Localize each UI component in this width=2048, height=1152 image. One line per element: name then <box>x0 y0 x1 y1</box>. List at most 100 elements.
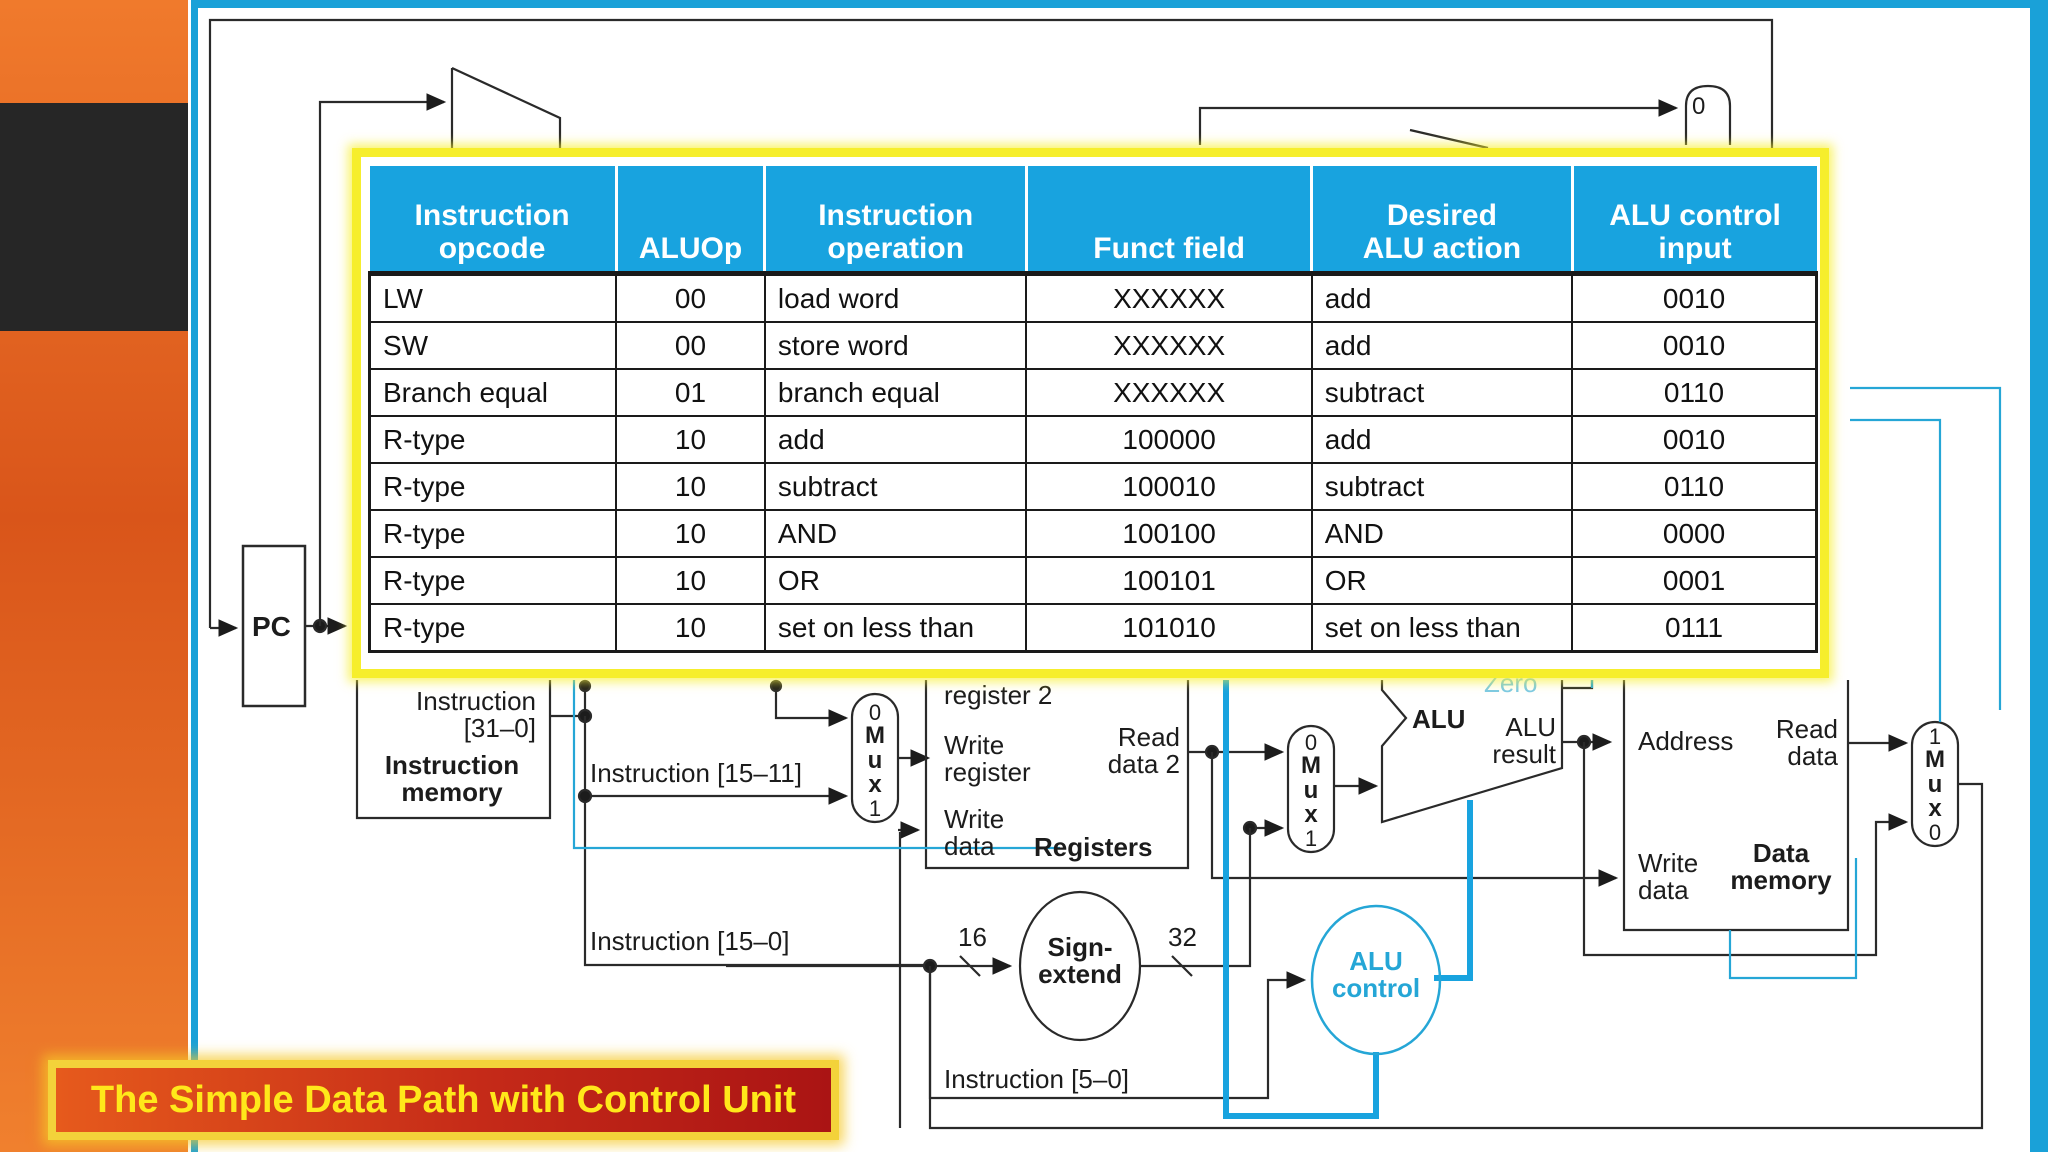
table-cell: add <box>1310 415 1574 464</box>
table-cell: subtract <box>763 462 1028 511</box>
header-desired-alu-action-text: Desired ALU action <box>1362 199 1522 265</box>
alu-shape <box>1380 680 1564 824</box>
table-cell: 10 <box>615 509 766 558</box>
alu-mux <box>1286 724 1336 854</box>
registers-label: Registers <box>1034 832 1153 862</box>
instruction-memory-box <box>355 680 552 820</box>
table-cell: R-type <box>368 415 618 464</box>
table-row: R-type 10 OR 100101 OR 0001 <box>368 556 1819 605</box>
table-cell: R-type <box>368 603 618 653</box>
table-cell: add <box>1310 271 1574 323</box>
sign-extend-label: Sign- extend <box>1020 932 1140 990</box>
instr-5-0-label: Instruction [5–0] <box>944 1064 1129 1094</box>
table-cell: AND <box>763 509 1028 558</box>
table-cell: set on less than <box>1310 603 1574 653</box>
write-data-mem-text: Write data <box>1638 848 1699 906</box>
instruction-range-text: Instruction [31–0] <box>416 686 536 744</box>
instr-15-0-label: Instruction [15–0] <box>590 926 790 956</box>
sign-extend-ellipse <box>1018 890 1142 1042</box>
header-alu-control-input-text: ALU control input <box>1609 199 1781 265</box>
table-cell: 0110 <box>1571 462 1819 511</box>
table-cell: 01 <box>615 368 766 417</box>
slide-side-block <box>0 103 188 331</box>
header-instruction-opcode-text: Instruction opcode <box>414 199 570 265</box>
alu-mux-label: 0 M u x 1 <box>1296 731 1326 851</box>
alu-control-text: ALU control <box>1331 946 1421 1004</box>
alu-control-ellipse <box>1310 904 1442 1056</box>
table-row: SW 00 store word XXXXXX add 0010 <box>368 321 1819 370</box>
header-alu-control-input: ALU control input <box>1572 166 1817 274</box>
table-row: Branch equal 01 branch equal XXXXXX subt… <box>368 368 1819 417</box>
register-mux-text: M u x <box>865 722 885 799</box>
memory-mux-bottom: 0 <box>1928 819 1942 845</box>
alu-label: ALU <box>1412 704 1466 734</box>
register-mux-label: 0 M u x 1 <box>860 700 890 821</box>
alu-result-label: ALU result <box>1456 713 1556 769</box>
registers-box <box>924 680 1190 870</box>
header-funct-field-text: Funct field <box>1093 231 1245 265</box>
table-cell: set on less than <box>763 603 1028 653</box>
table-header-row: Instruction opcode ALUOp Instruction ope… <box>369 166 1817 274</box>
table-cell: 0001 <box>1571 556 1819 605</box>
memory-mux-label: 1 M u x 0 <box>1920 724 1950 845</box>
memory-mux <box>1910 720 1960 848</box>
memory-mux-text: M u x <box>1925 746 1945 823</box>
table-cell: 100101 <box>1025 556 1313 605</box>
slide-title: The Simple Data Path with Control Unit <box>56 1068 831 1132</box>
register-mux-top: 0 <box>868 700 882 725</box>
table-cell: R-type <box>368 556 618 605</box>
table-cell: 10 <box>615 415 766 464</box>
table-cell: LW <box>368 271 618 323</box>
table-row: LW 00 load word XXXXXX add 0010 <box>368 271 1819 323</box>
pc-label: PC <box>252 611 291 642</box>
register-mux-bottom: 1 <box>868 795 882 821</box>
sign-extend-text: Sign- extend <box>1038 932 1122 990</box>
header-desired-alu-action: Desired ALU action <box>1311 166 1574 274</box>
alu-control-label: ALU control <box>1316 946 1436 1004</box>
table-cell: 10 <box>615 603 766 653</box>
table-row: R-type 10 add 100000 add 0010 <box>368 415 1819 464</box>
instruction-memory-text: Instruction memory <box>384 750 520 808</box>
header-aluop-text: ALUOp <box>638 231 743 265</box>
read-data-mem-text: Read data <box>1775 714 1838 772</box>
slide-title-banner: The Simple Data Path with Control Unit <box>48 1060 839 1140</box>
table-cell: load word <box>763 271 1028 323</box>
read-data-mem-label: Read data <box>1746 714 1838 772</box>
table-cell: add <box>1310 321 1574 370</box>
branch-mux-top-label: 0 <box>1692 93 1706 120</box>
table-row: R-type 10 set on less than 101010 set on… <box>368 603 1819 653</box>
branch-adder-shape <box>1409 128 1489 150</box>
table-cell: 101010 <box>1025 603 1313 653</box>
header-instruction-operation-text: Instruction operation <box>818 199 974 265</box>
table-cell: 0110 <box>1571 368 1819 417</box>
memory-mux-top: 1 <box>1928 724 1942 749</box>
table-cell: OR <box>763 556 1028 605</box>
header-instruction-operation: Instruction operation <box>764 166 1028 274</box>
data-memory-text: Data memory <box>1730 838 1832 896</box>
table-cell: branch equal <box>763 368 1028 417</box>
table-cell: 10 <box>615 556 766 605</box>
alu-mux-text: M u x <box>1301 752 1321 829</box>
address-label: Address <box>1638 726 1734 756</box>
table-cell: AND <box>1310 509 1574 558</box>
table-cell: OR <box>1310 556 1574 605</box>
table-cell: 0010 <box>1571 415 1819 464</box>
data-memory-box <box>1622 680 1850 932</box>
table-cell: 100000 <box>1025 415 1313 464</box>
table-cell: 00 <box>615 271 766 323</box>
header-aluop: ALUOp <box>616 166 767 274</box>
write-register-label: Write register <box>944 731 1031 787</box>
table-row: R-type 10 subtract 100010 subtract 0110 <box>368 462 1819 511</box>
read-data-2-text: Read data 2 <box>1107 722 1180 780</box>
instr-15-11-label: Instruction [15–11] <box>590 758 802 788</box>
table-cell: add <box>763 415 1028 464</box>
alu-control-table: Instruction opcode ALUOp Instruction ope… <box>368 166 1819 653</box>
table-cell: 0010 <box>1571 321 1819 370</box>
write-data-mem-label: Write data <box>1638 848 1699 906</box>
table-cell: 0000 <box>1571 509 1819 558</box>
table-cell: SW <box>368 321 618 370</box>
width-32-label: 32 <box>1168 922 1197 952</box>
table-cell: 0010 <box>1571 271 1819 323</box>
alu-mux-bottom: 1 <box>1304 825 1318 851</box>
